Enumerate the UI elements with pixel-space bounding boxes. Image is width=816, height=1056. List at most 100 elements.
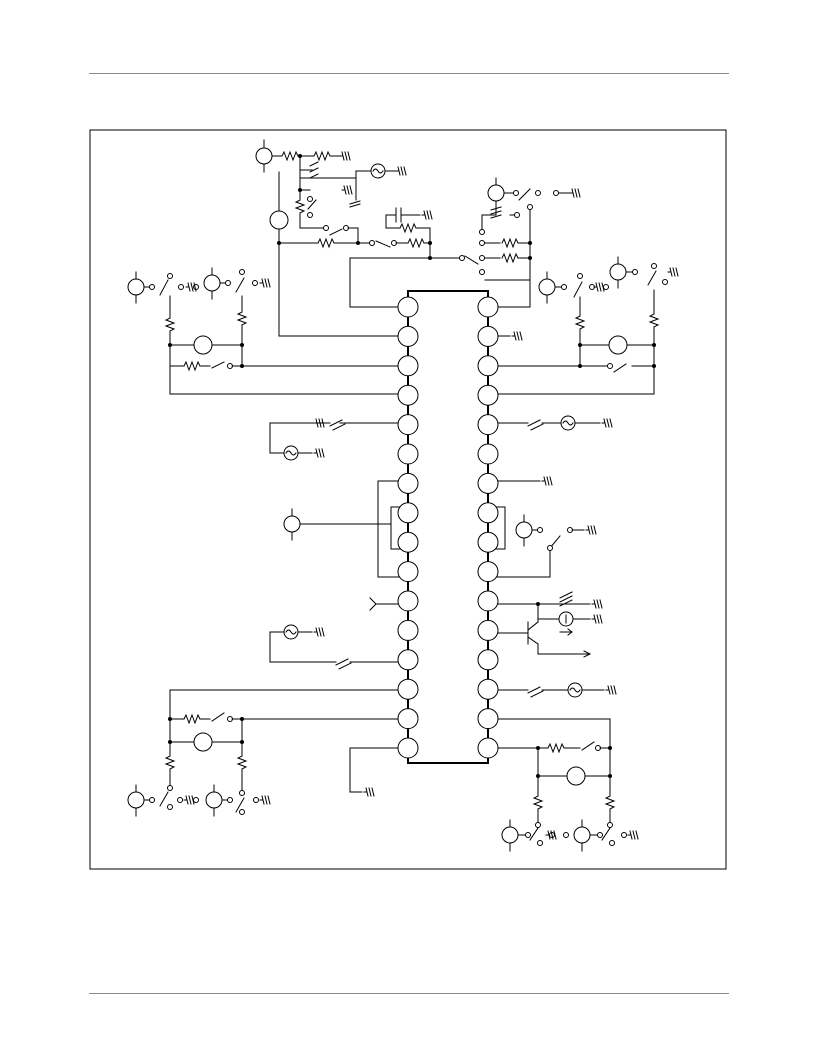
resistor-icon <box>183 360 201 372</box>
right-pin <box>477 502 499 524</box>
supply-source-icon <box>501 826 519 844</box>
left-pin <box>397 737 419 759</box>
ground-icon <box>541 476 553 486</box>
resistor-icon <box>294 199 306 214</box>
resistor-icon <box>164 317 176 332</box>
left-crystal-lines <box>299 480 409 578</box>
right-pin <box>477 443 499 465</box>
supply-source-icon <box>127 278 145 296</box>
ground-icon <box>339 151 351 161</box>
left-pin <box>397 502 419 524</box>
resistor-icon <box>547 742 565 754</box>
ground-icon <box>395 166 407 176</box>
arrow-icon <box>583 650 592 658</box>
left-pin <box>397 561 419 583</box>
ground-icon <box>605 685 617 695</box>
right-pin <box>477 649 499 671</box>
resistor-icon <box>236 311 248 326</box>
right-lower-network <box>497 718 627 852</box>
footer-rule <box>89 993 729 994</box>
ground-icon <box>511 331 523 341</box>
capacitor-icon <box>490 206 502 219</box>
ground-icon <box>183 795 195 805</box>
ground-icon <box>585 525 597 535</box>
left-pin <box>397 708 419 730</box>
left-pin <box>397 325 419 347</box>
ground-icon <box>259 278 271 288</box>
right-pin28-network <box>497 682 605 698</box>
antenna-icon <box>369 597 399 611</box>
capacitor-icon <box>349 200 361 208</box>
ground-icon <box>313 627 325 637</box>
left-pin <box>397 355 419 377</box>
voltmeter-icon <box>608 335 628 355</box>
ground-icon <box>593 282 605 292</box>
pin1-network <box>349 177 571 308</box>
left-pin <box>397 443 419 465</box>
resistor-icon <box>501 252 519 264</box>
resistor-icon <box>313 150 331 162</box>
ground-icon <box>341 185 353 195</box>
resistor-icon <box>317 237 335 249</box>
supply-source-icon <box>127 791 145 809</box>
right-pin <box>477 678 499 700</box>
supply-source-icon <box>538 278 556 296</box>
resistor-icon <box>183 713 201 725</box>
resistor-icon <box>574 315 586 330</box>
resistor-icon <box>164 755 176 770</box>
left-pin <box>397 678 419 700</box>
resistor-icon <box>407 237 425 249</box>
right-pin <box>477 384 499 406</box>
capacitor-icon <box>527 419 544 431</box>
right-crystal-switch <box>515 514 585 551</box>
ground-icon <box>591 599 603 609</box>
ground-symbols <box>183 151 679 840</box>
resistor-icon <box>604 795 616 810</box>
right-pin <box>477 355 499 377</box>
ground-icon <box>545 830 557 840</box>
right-pin <box>477 472 499 494</box>
voltmeter-icon <box>487 184 505 202</box>
header-rule <box>89 73 729 74</box>
supply-source-icon <box>203 274 221 292</box>
capacitor-icon <box>309 161 319 179</box>
resistor-icon <box>281 150 299 162</box>
supply-source-icon <box>609 263 627 281</box>
right-crystal-lines <box>487 547 551 578</box>
supply-source-icon <box>255 147 273 165</box>
ground-icon <box>601 418 613 428</box>
left-pin <box>397 472 419 494</box>
right-pin <box>477 737 499 759</box>
left-lower-network <box>127 689 399 817</box>
voltmeter-icon <box>193 732 213 752</box>
ground-icon <box>421 210 433 220</box>
voltmeter-icon <box>566 766 586 786</box>
voltmeter-icon <box>269 210 289 230</box>
right-pin <box>477 531 499 553</box>
supply-source-icon <box>573 826 591 844</box>
top-left-network <box>255 139 432 337</box>
figure-frame <box>89 129 727 870</box>
capacitor-icon <box>335 658 352 670</box>
supply-source-icon <box>515 521 533 539</box>
left-pin <box>397 531 419 553</box>
left-pin11-network <box>269 624 399 670</box>
supply-source-icon <box>283 515 301 533</box>
right-pin <box>477 708 499 730</box>
resistor-icon <box>501 237 519 249</box>
left-pin <box>397 590 419 612</box>
ground-icon <box>313 448 325 458</box>
right-pin <box>477 619 499 641</box>
left-pin <box>397 649 419 671</box>
left-pin5-network <box>269 419 399 461</box>
ground-icon <box>667 267 679 277</box>
left-pin <box>397 384 419 406</box>
resistor-icon <box>532 795 544 810</box>
left-pin <box>397 619 419 641</box>
capacitor-icon <box>527 686 544 698</box>
ic-body <box>407 290 489 764</box>
left-pin <box>397 414 419 436</box>
ground-icon <box>591 614 603 624</box>
left-upper-network <box>127 267 399 395</box>
